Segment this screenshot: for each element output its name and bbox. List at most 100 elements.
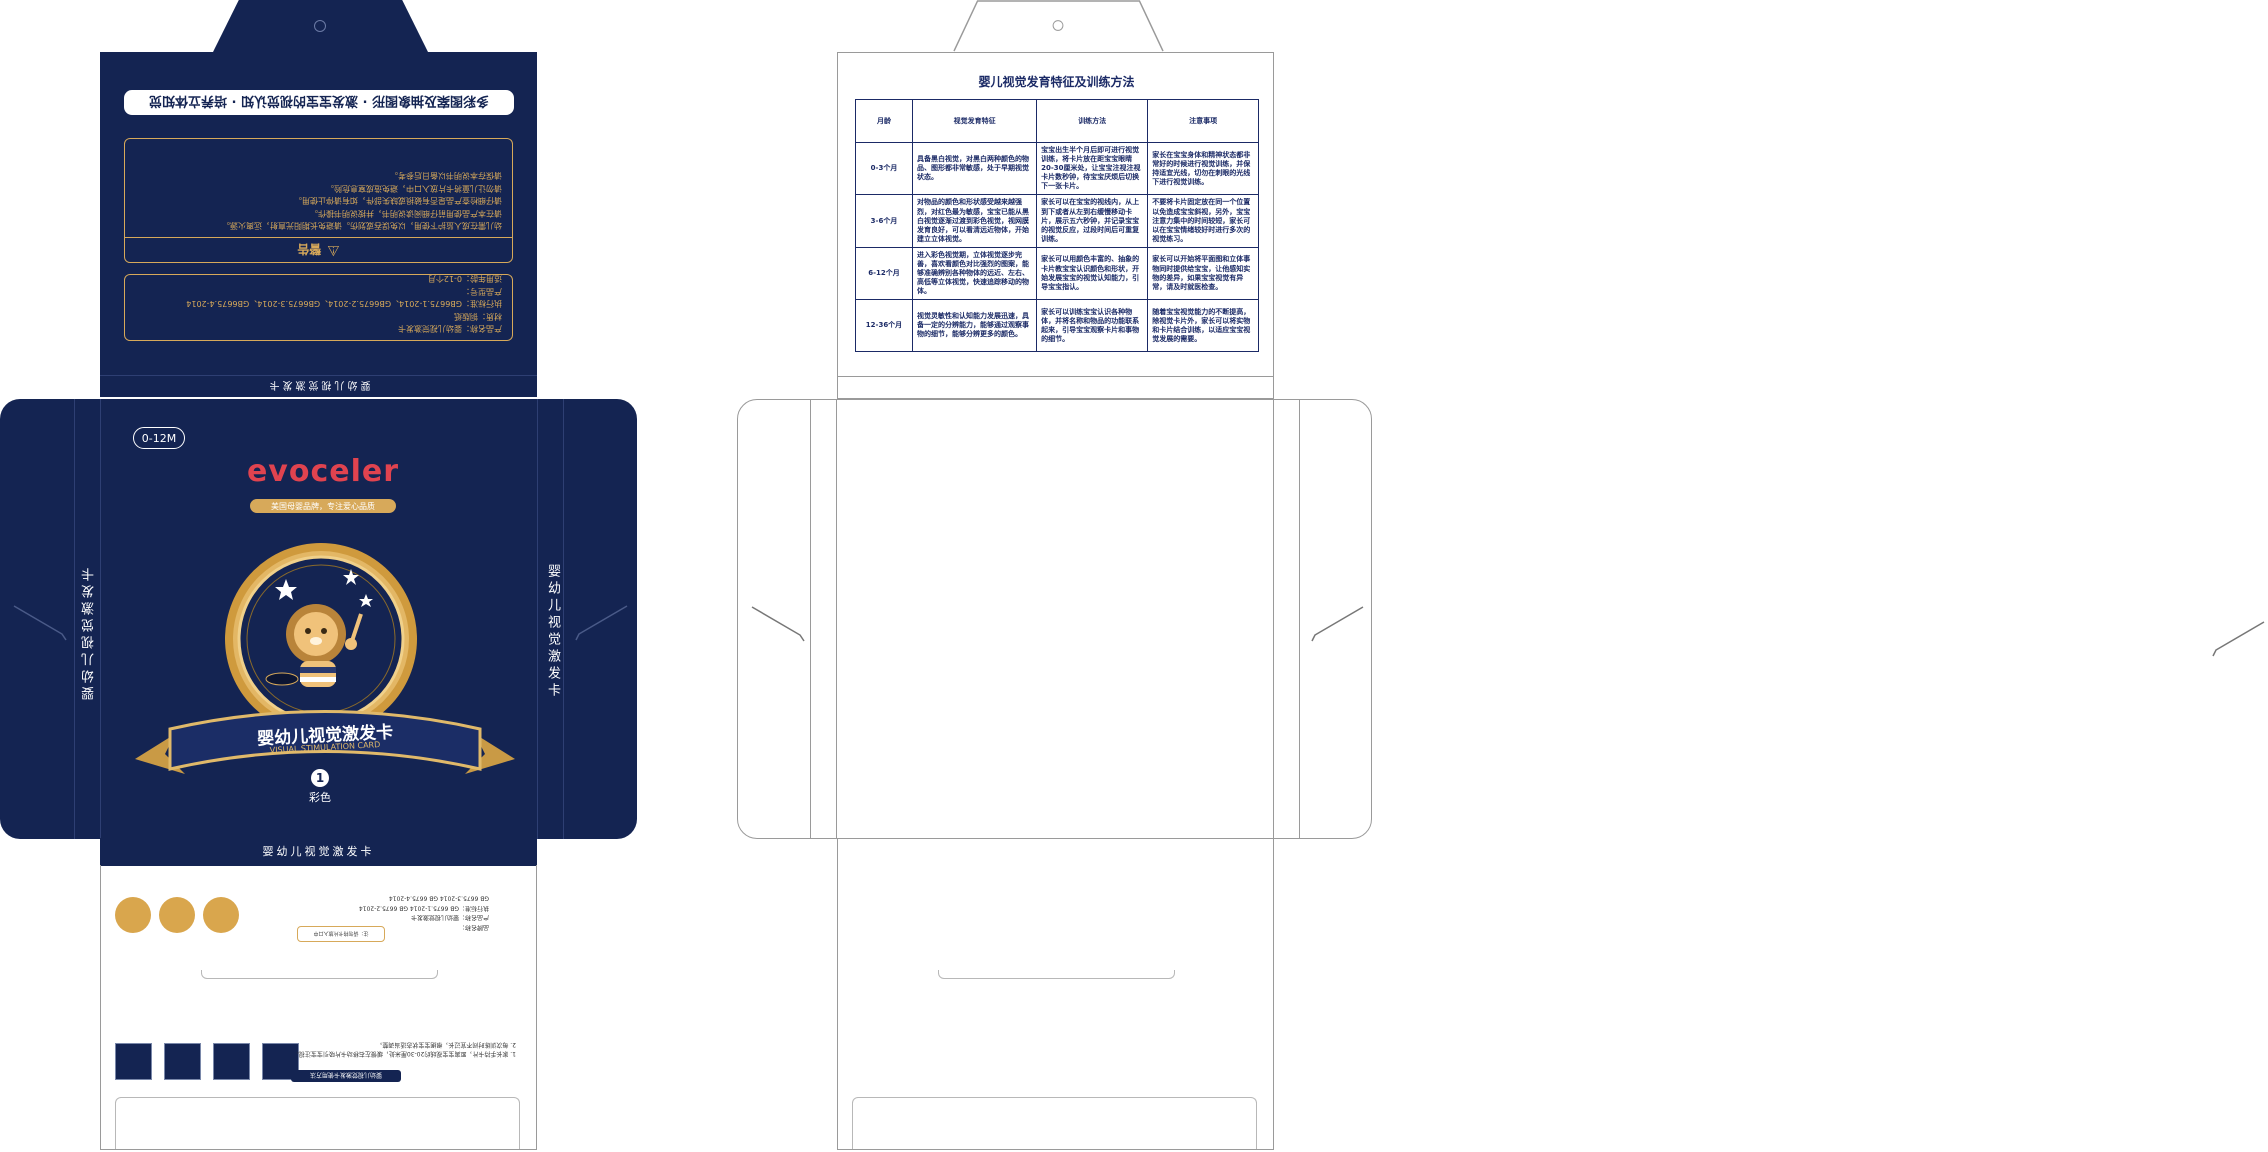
edition-label: 彩色 <box>309 791 331 804</box>
edition-badge: 1 <box>311 769 329 787</box>
column-header: 月龄 <box>855 99 913 143</box>
warning-line: 请在本产品使用前仔细阅读说明书，并按说明书操作。 <box>310 208 502 218</box>
feature-cell: 对物品的颜色和形状感受越来越强烈，对红色最为敏感，宝宝已能从黑白视觉逐渐过渡到彩… <box>911 194 1038 248</box>
tuck-flap-outline <box>852 1097 1257 1149</box>
note-cell: 家长可以开始将平面图和立体事物同时提供给宝宝，让他感知实物的差异，如果宝宝视觉有… <box>1147 246 1259 301</box>
tuck-slit-left <box>751 606 805 642</box>
column-header: 训练方法 <box>1036 99 1149 143</box>
guide-table: 月龄 视觉发育特征 训练方法 注意事项 0-3个月 具备黑白视觉，对黑白两种颜色… <box>855 99 1259 353</box>
bottom-strip: 婴幼儿视觉激发卡 <box>100 838 537 866</box>
fold-line <box>74 399 75 839</box>
guide-title: 婴儿视觉发育特征及训练方法 <box>978 75 1135 89</box>
info-line: 产品名称：婴幼儿视觉激发卡 <box>398 324 502 333</box>
method-cell: 家长可以用颜色丰富的、抽象的卡片教宝宝认识颜色和形状，开始发展宝宝的视觉认知能力… <box>1036 246 1149 301</box>
feature-icons <box>115 897 239 933</box>
warning-header: ⚠ 警告 <box>125 237 512 262</box>
slogan-banner: 多彩图案及抽象图形 · 激发宝宝的视觉认知 · 培养立体知觉 <box>124 90 514 115</box>
inner-back-panel: 婴儿视觉发育特征及训练方法 月龄 视觉发育特征 训练方法 注意事项 0-3个月 … <box>837 52 1274 399</box>
card-thumbnails <box>115 1043 299 1080</box>
back-fold-label: 婴幼儿视觉激发卡 <box>266 379 371 390</box>
age-cell: 12-36个月 <box>855 299 913 353</box>
brand-name: evoceler <box>246 454 400 489</box>
table-row: 12-36个月 视觉灵敏性和认知能力发展迅速，具备一定的分辨能力，能够通过观察事… <box>855 299 1259 353</box>
card-thumbnail <box>115 1043 152 1080</box>
info-line: 材质：铜版纸 <box>454 311 502 321</box>
column-header: 视觉发育特征 <box>911 99 1038 143</box>
product-info-box: 产品名称：婴幼儿视觉激发卡 材质：铜版纸 执行标准：GB6675.1-2014、… <box>124 274 513 341</box>
shape-icon <box>203 897 239 933</box>
info-line: 产品型号： <box>462 286 502 296</box>
method-cell: 宝宝出生半个月后即可进行视觉训练，将卡片放在距宝宝眼睛20-30厘米处，让宝宝注… <box>1036 141 1149 196</box>
slot-outline <box>231 978 406 979</box>
inner-bottom-panel <box>837 865 1274 1150</box>
bottom-info-line: GB 6675.3-2014 GB 6675.4-2014 <box>388 894 489 902</box>
warning-title: 警告 <box>297 242 322 257</box>
warning-line: 请勿让儿童将卡片放入口中，避免造成窒息危险。 <box>326 183 502 193</box>
inner-strip <box>837 838 1274 866</box>
hang-tab <box>213 0 428 52</box>
tuck-slit-right <box>1311 606 1364 642</box>
fold-line <box>1273 400 1274 838</box>
info-line: 执行标准：GB6675.1-2014、GB6675.2-2014、GB6675.… <box>186 299 502 309</box>
feature-cell: 具备黑白视觉，对黑白两种颜色的物品、图形都非常敏感，处于早期视觉状态。 <box>911 141 1038 196</box>
age-badge: 0-12M <box>133 427 185 449</box>
usage-line: 1. 家长手持卡片，距离宝宝视线约20-30厘米处，缓慢左右移动卡片吸引宝宝注视… <box>292 1050 516 1057</box>
bottom-tag: 注：请勿将卡片放入口中 <box>297 926 385 942</box>
card-thumbnail <box>262 1043 299 1080</box>
fold-line <box>1299 400 1300 838</box>
table-row: 6-12个月 进入彩色视觉期，立体视觉逐步完善，喜欢看颜色对比强烈的图案，能够准… <box>855 246 1259 301</box>
brand-logo: evoceler <box>238 454 408 489</box>
lion-medallion <box>225 543 417 735</box>
tuck-flap-outline <box>115 1097 520 1149</box>
note-cell: 家长在宝宝身体和精神状态都非常好的时候进行视觉训练，并保持适宜光线，切勿在刺眼的… <box>1147 141 1259 196</box>
fold-line <box>537 399 538 839</box>
bottom-info-line: 产品名称：婴幼儿视觉激发卡 <box>410 913 489 921</box>
star-icon <box>275 569 373 607</box>
brand-slogan: 美国母婴品牌，专注爱心品质 <box>271 501 375 511</box>
warning-line: 请仔细检查产品是否有破损或缺失部件，如有请停止使用。 <box>294 196 502 206</box>
note-cell: 随着宝宝视觉能力的不断提高，除视觉卡片外，家长可以将实物和卡片结合训练，以适应宝… <box>1147 299 1259 353</box>
warning-line: 幼儿需在成人监护下使用，以免误吞或划伤。请避免长期阳光直射，远离火源。 <box>222 221 502 230</box>
table-row: 0-3个月 具备黑白视觉，对黑白两种颜色的物品、图形都非常敏感，处于早期视觉状态… <box>855 141 1259 196</box>
warning-box: ⚠ 警告 幼儿需在成人监护下使用，以免误吞或划伤。请避免长期阳光直射，远离火源。… <box>124 138 513 263</box>
usage-line: 2. 每次训练时间不宜过长，根据宝宝状态适当调整。 <box>376 1041 516 1048</box>
feature-cell: 视觉灵敏性和认知能力发展迅速，具备一定的分辨能力，能够通过观察事物的细节，能够分… <box>911 299 1038 353</box>
fold-line <box>100 399 101 839</box>
feature-cell: 进入彩色视觉期，立体视觉逐步完善，喜欢看颜色对比强烈的图案，能够准确辨别各种物体… <box>911 246 1038 301</box>
card-thumbnail <box>164 1043 201 1080</box>
bottom-panel: 品牌名称： 产品名称：婴幼儿视觉激发卡 执行标准：GB 6675.1-2014 … <box>100 865 537 1150</box>
right-side-label: 婴幼儿视觉激发卡 <box>545 564 560 700</box>
column-header: 注意事项 <box>1147 99 1259 143</box>
age-cell: 0-3个月 <box>855 141 913 196</box>
stray-slit-mark <box>2212 621 2265 657</box>
tuck-slit-left <box>13 605 67 641</box>
front-panel-with-flaps: 婴幼儿视觉激发卡 婴幼儿视觉激发卡 0-12M evoceler 美国母婴品牌，… <box>0 399 637 839</box>
tuck-slit-right <box>575 605 628 641</box>
inner-front-panel <box>737 399 1372 839</box>
slot-outline <box>968 978 1143 979</box>
table-row: 3-6个月 对物品的颜色和形状感受越来越强烈，对红色最为敏感，宝宝已能从黑白视觉… <box>855 194 1259 248</box>
fold-line <box>810 400 811 838</box>
usage-block: 1. 家长手持卡片，距离宝宝视线约20-30厘米处，缓慢左右移动卡片吸引宝宝注视… <box>291 1040 516 1058</box>
back-panel: 多彩图案及抽象图形 · 激发宝宝的视觉认知 · 培养立体知觉 ⚠ 警告 幼儿需在… <box>100 52 537 397</box>
warning-line: 请保存本说明书以备日后参考。 <box>390 171 502 181</box>
brand-slogan-pill: 美国母婴品牌，专注爱心品质 <box>250 499 396 513</box>
info-line: 适用年龄：0-12个月 <box>427 274 502 284</box>
title-ribbon <box>135 710 515 774</box>
lion-mascot-icon <box>265 604 363 687</box>
bottom-info-line: 执行标准：GB 6675.1-2014 GB 6675.2-2014 <box>358 904 489 912</box>
fold-line <box>836 400 837 838</box>
card-thumbnail <box>213 1043 250 1080</box>
bottom-strip-label: 婴幼儿视觉激发卡 <box>262 845 375 858</box>
method-cell: 家长可以训练宝宝认识各种物体，并将名称和物品的功能联系起来，引导宝宝观察卡片和事… <box>1036 299 1149 353</box>
hang-hole <box>314 20 326 32</box>
note-cell: 不要将卡片固定放在同一个位置以免造成宝宝斜视，另外，宝宝注意力集中的时间较短，家… <box>1147 194 1259 248</box>
eye-icon <box>115 897 151 933</box>
hang-tab-outline <box>953 0 1164 52</box>
palette-icon <box>159 897 195 933</box>
fold-line <box>838 376 1273 377</box>
left-side-label: 婴幼儿视觉激发卡 <box>82 564 97 700</box>
age-cell: 6-12个月 <box>855 246 913 301</box>
fold-line <box>100 375 537 376</box>
warning-triangle-icon: ⚠ <box>327 242 340 258</box>
